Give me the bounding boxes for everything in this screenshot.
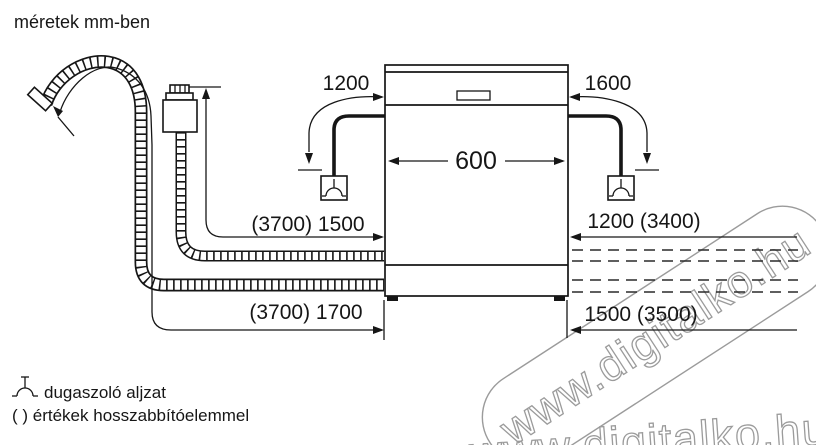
socket-icon [12,376,38,397]
dishwasher-foot-left [387,296,398,301]
dim-left-top: (3700) 1500 [189,86,384,241]
hose-extension-dashed [572,249,798,293]
dim-cord-right-label: 1600 [585,72,632,95]
page-title: méretek mm-ben [14,12,150,32]
power-cord-left: 1200 [298,72,385,201]
supply-hose [175,132,384,262]
power-cord-right: 1600 [568,72,659,201]
tap-fitting [162,84,198,133]
dim-cord-left-label: 1200 [323,72,370,95]
dishwasher-foot-right [554,296,565,301]
dim-width: 600 [388,147,565,175]
dishwasher [384,64,569,301]
drain-hose-end-cap [26,86,54,112]
socket-icon [322,179,346,197]
dim-left-bottom: (3700) 1700 [53,66,384,334]
dim-right-top-label: 1200 (3400) [587,210,700,233]
drain-hose [26,55,384,292]
dim-right-bottom-label: 1500 (3500) [584,303,697,326]
dim-left-top-label: (3700) 1500 [251,213,364,236]
dishwasher-body [384,64,569,297]
legend: dugaszoló aljzat ( ) értékek hosszabbító… [12,376,249,425]
dim-left-bottom-label: (3700) 1700 [249,301,362,324]
watermark-capsule [481,205,816,445]
dishwasher-handle [456,90,491,101]
socket-icon [609,179,633,197]
legend-extension-label: ( ) értékek hosszabbítóelemmel [12,406,249,425]
dim-width-label: 600 [455,147,497,175]
dim-right-top: 1200 (3400) [570,210,797,241]
dim-right-bottom: 1500 (3500) [383,300,797,340]
legend-socket-label: dugaszoló aljzat [44,383,166,402]
